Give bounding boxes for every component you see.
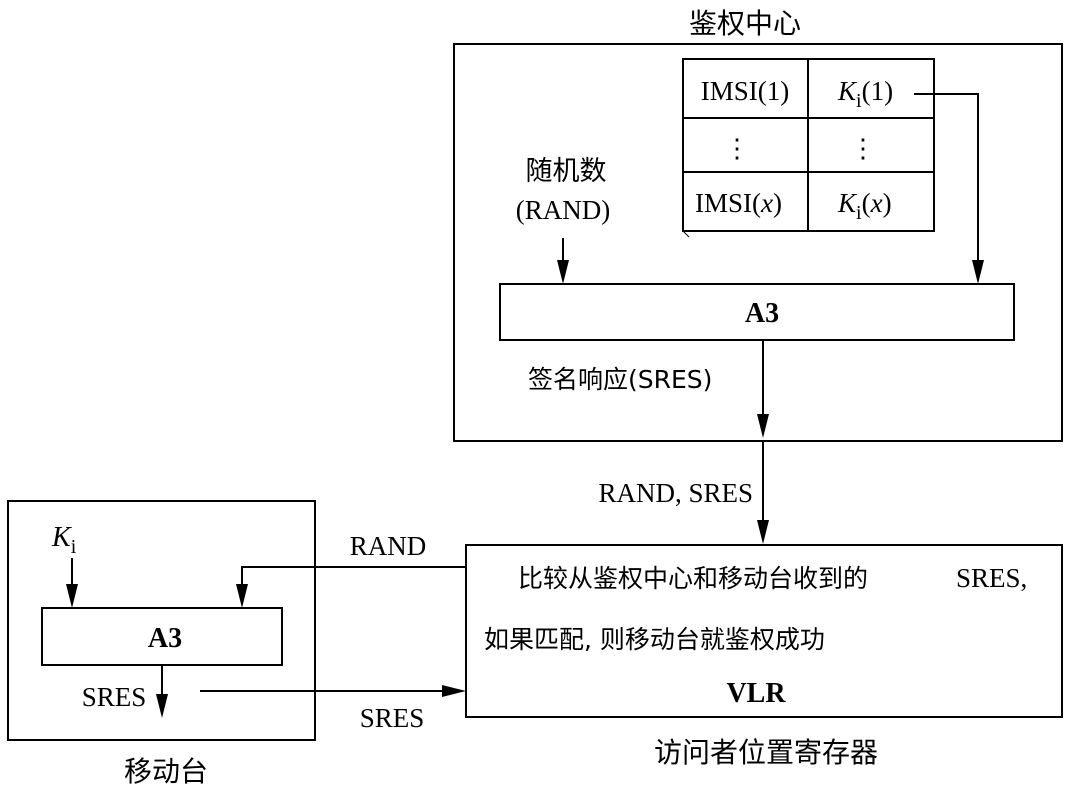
auth-sres-arrowhead [757,414,769,438]
vlr-compare-text-line1: 比较从鉴权中心和移动台收到的 [518,564,868,593]
mobile-sres-arrowhead [156,694,168,718]
table-cell-ellipsis-key: ⋮ [850,134,876,163]
auth-sres-label: 签名响应(SRES) [528,365,712,394]
table-corner-tick [682,230,690,238]
table-cell-ellipsis-imsi: ⋮ [724,134,750,163]
vlr-compare-text-sres: SRES, [956,563,1027,593]
mobile-key-arrowhead [66,584,78,608]
mobile-key-label: Ki [51,522,77,558]
random-number-abbr: (RAND) [516,195,611,225]
rand-sres-link-label: RAND, SRES [598,478,753,508]
mobile-station-box [7,500,316,741]
table-cell-key-x: Ki(x) [837,188,892,224]
table-cell-imsi-x: IMSI(x) [695,188,782,218]
vlr-compare-text-line2: 如果匹配, 则移动台就鉴权成功 [484,625,825,654]
auth-center-a3-label: A3 [745,298,779,329]
rand-input-arrowhead [557,260,569,284]
ki-to-a3-arrowhead [972,260,984,284]
rand-to-mobile-label: RAND [350,531,427,561]
vlr-name: VLR [726,678,786,709]
vlr-box [465,544,1063,718]
rand-to-mobile-arrow [241,566,466,590]
sres-to-vlr-arrowhead [442,685,466,697]
table-cell-key-1: Ki(1) [837,76,893,112]
auth-center-a3-box [499,283,1015,341]
table-cell-imsi-1: IMSI(1) [701,76,790,106]
mobile-station-caption: 移动台 [124,755,208,788]
auth-center-box [453,43,1063,442]
random-number-label: 随机数 [526,156,607,187]
auth-center-title: 鉴权中心 [689,7,801,40]
rand-to-mobile-arrowhead [236,584,248,608]
sres-to-vlr-label: SRES [360,703,425,733]
vlr-caption: 访问者位置寄存器 [654,736,878,769]
mobile-sres-label: SRES [82,682,147,712]
imsi-key-table: IMSI(1) Ki(1) ⋮ ⋮ IMSI(x) Ki(x) [682,58,935,232]
mobile-a3-label: A3 [148,623,182,654]
ki-to-a3-arrow [914,93,979,266]
rand-sres-link-arrowhead [757,520,769,544]
